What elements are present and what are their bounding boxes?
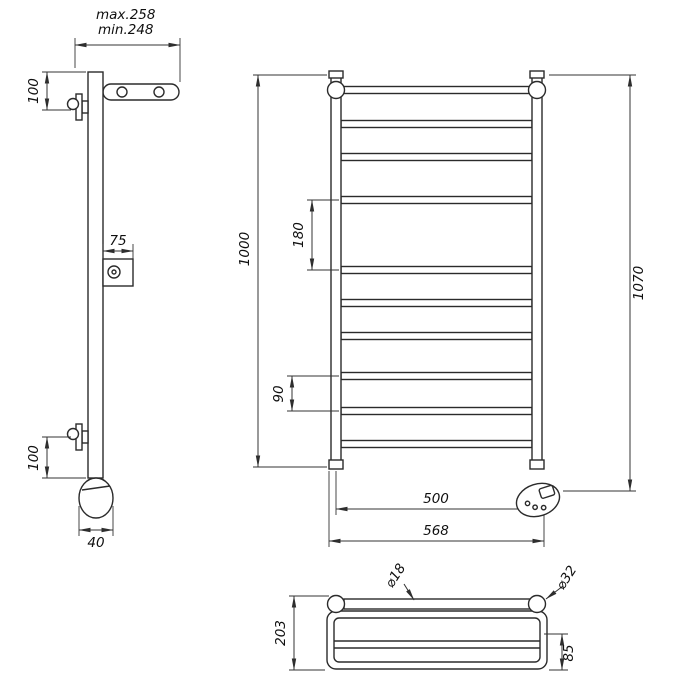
shelf-inner-frame <box>333 617 541 663</box>
dim-label-top-offset: 100 <box>26 78 42 104</box>
post-section-icon <box>527 594 547 614</box>
corner-joint-icon <box>326 80 346 100</box>
dim-label-post-diameter: ⌀32 <box>553 563 580 593</box>
right-post <box>531 74 543 468</box>
dim-label-large-gap: 180 <box>291 222 307 248</box>
control-button-icon <box>540 504 547 511</box>
front-view: 1000 180 90 1070 500 568 <box>237 70 647 547</box>
flange-stub <box>81 100 89 114</box>
dim-label-base: 40 <box>87 535 104 551</box>
leader-post-diameter <box>545 585 564 600</box>
mid-bracket-hole-icon <box>107 265 121 279</box>
corner-joint-icon <box>527 80 547 100</box>
post-cap <box>529 459 545 470</box>
bracket-hole-icon <box>116 86 128 98</box>
left-post <box>330 74 342 468</box>
dim-label-max-depth: max.258 <box>96 7 155 23</box>
dim-label-min-depth: min.248 <box>98 22 154 38</box>
control-button-icon <box>524 500 531 507</box>
electric-control-unit <box>515 482 561 518</box>
bracket-hole-icon <box>153 86 165 98</box>
heater-body-side <box>78 477 114 519</box>
riser-tube <box>87 71 104 479</box>
post-cap <box>328 70 344 79</box>
rungs <box>340 85 533 449</box>
flange-screw-icon <box>66 97 80 111</box>
top-bracket-arm <box>102 83 180 101</box>
dim-label-shelf-depth: 85 <box>561 644 577 661</box>
mid-bracket-pin-icon <box>111 269 117 275</box>
dim-label-depth-total: 203 <box>273 620 289 646</box>
control-display <box>538 484 556 499</box>
dim-label-width-centers: 500 <box>423 491 449 507</box>
dim-label-bracket: 75 <box>109 233 126 249</box>
post-cap <box>328 459 344 470</box>
heater-seam <box>81 485 111 491</box>
dim-label-height: 1000 <box>237 232 253 266</box>
dim-label-width-overall: 568 <box>423 523 449 539</box>
top-view: 203 85 ⌀18 ⌀32 <box>273 561 580 671</box>
dim-label-small-gap: 90 <box>271 385 287 402</box>
control-button-icon <box>532 504 538 511</box>
dim-label-overall-height: 1070 <box>631 266 647 300</box>
post-section-icon <box>326 594 346 614</box>
flange-stub <box>81 430 89 444</box>
post-cap <box>529 70 545 79</box>
side-view: max.258 min.248 100 75 100 40 <box>26 7 181 551</box>
main-tube-top <box>343 598 531 610</box>
dim-label-bottom-offset: 100 <box>26 445 42 471</box>
flange-screw-icon <box>66 427 80 441</box>
leader-tube-diameter <box>403 583 415 601</box>
